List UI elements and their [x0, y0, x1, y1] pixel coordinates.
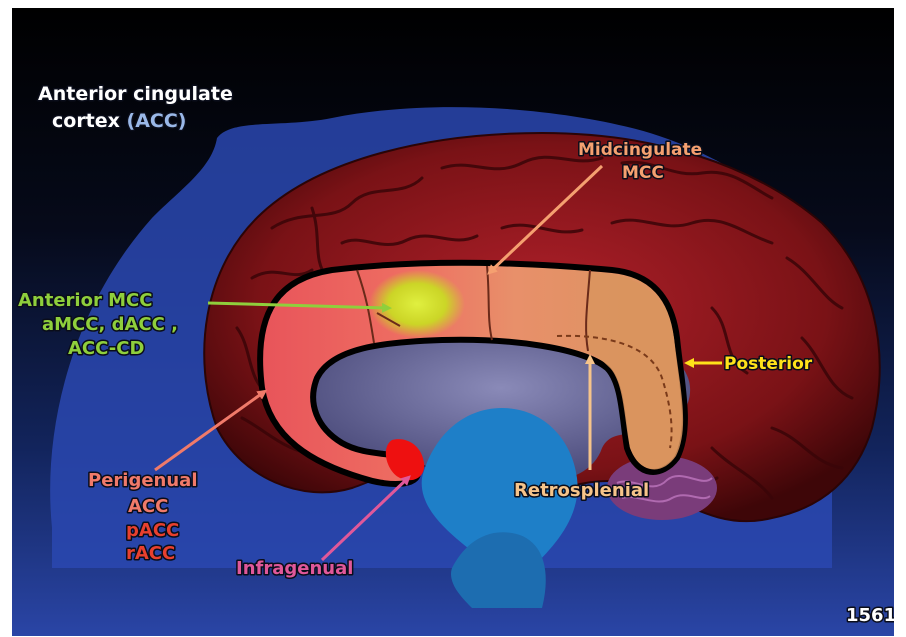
perigenual-abbr3: rACC	[126, 543, 175, 564]
perigenual-abbr1: ACC	[128, 496, 168, 517]
anterior-mcc-label: Anterior MCC	[18, 290, 152, 311]
title-line1: Anterior cingulate	[38, 83, 233, 105]
title-line2: cortex (ACC)	[52, 110, 187, 132]
midcingulate-abbr: MCC	[622, 163, 664, 183]
title-abbr: (ACC)	[127, 110, 187, 132]
title-line2-text: cortex	[52, 110, 127, 132]
cingulate-diagram: Anterior cingulate cortex (ACC) Midcingu…	[12, 8, 894, 636]
figure-number: 1561	[846, 605, 894, 626]
posterior-label: Posterior	[724, 354, 813, 374]
infragenual-label: Infragenual	[236, 558, 353, 579]
anterior-mcc-glow	[369, 270, 465, 338]
midcingulate-label: Midcingulate	[578, 140, 702, 160]
anterior-mcc-abbr1: aMCC, dACC ,	[42, 314, 178, 335]
perigenual-label: Perigenual	[88, 470, 198, 491]
perigenual-abbr2: pACC	[126, 520, 179, 541]
anterior-mcc-abbr2: ACC-CD	[68, 338, 144, 359]
diagram-canvas: Anterior cingulate cortex (ACC) Midcingu…	[12, 8, 894, 636]
retrosplenial-label: Retrosplenial	[514, 480, 649, 501]
